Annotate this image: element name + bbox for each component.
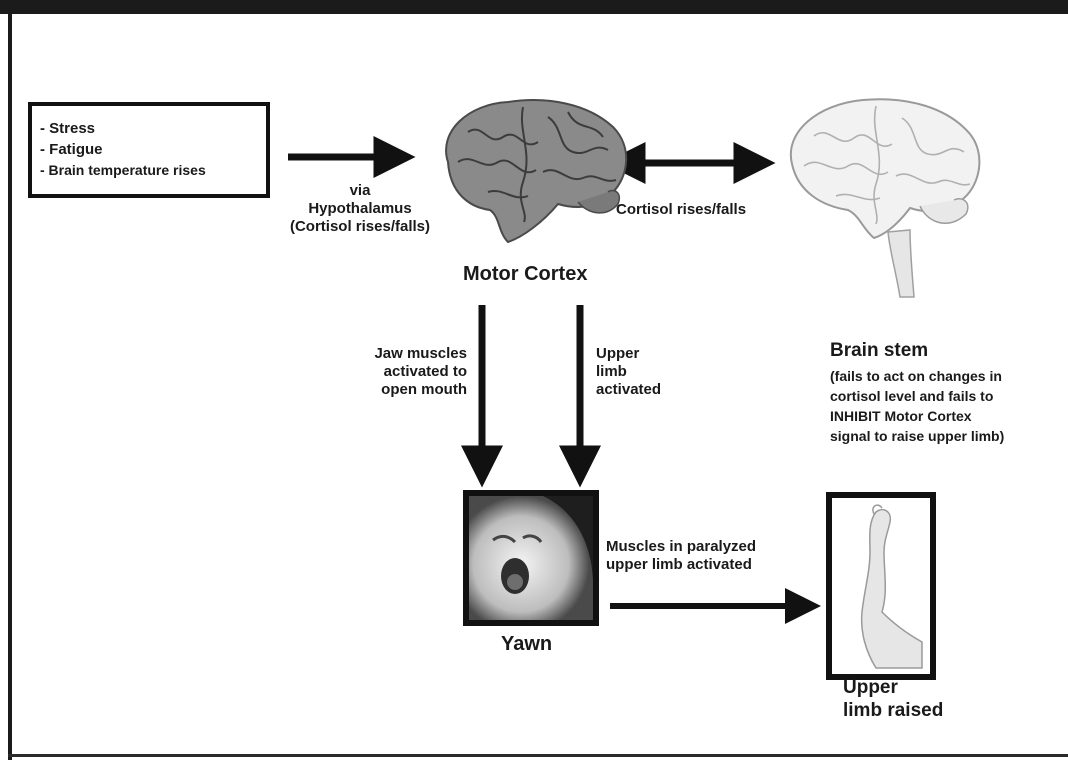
- paralyzed-limb-label: Muscles in paralyzed upper limb activate…: [606, 538, 756, 574]
- brain-stem-note-line-3: INHIBIT Motor Cortex: [830, 406, 1004, 426]
- raised-arm-image: [826, 492, 936, 680]
- brain-stem-note: (fails to act on changes in cortisol lev…: [830, 366, 1004, 446]
- brain-stem-brain-image: [778, 92, 988, 302]
- yawn-label: Yawn: [501, 632, 552, 656]
- upper-line-3: activated: [596, 381, 661, 399]
- brain-stem-title: Brain stem: [830, 340, 928, 363]
- jaw-line-3: open mouth: [352, 381, 467, 399]
- via-cortisol-text: (Cortisol rises/falls): [260, 218, 460, 236]
- brain-stem-note-line-4: signal to raise upper limb): [830, 426, 1004, 446]
- brain-stem-note-line-2: cortisol level and fails to: [830, 386, 1004, 406]
- via-hypothalamus-label: via Hypothalamus (Cortisol rises/falls): [260, 182, 460, 236]
- yawning-baby-image: [463, 490, 599, 626]
- jaw-line-1: Jaw muscles: [352, 345, 467, 363]
- upper-limb-activated-label: Upper limb activated: [596, 345, 661, 399]
- cortisol-link-label: Cortisol rises/falls: [616, 201, 746, 219]
- hypothalamus-text: Hypothalamus: [260, 200, 460, 218]
- upper-line-2: limb: [596, 363, 661, 381]
- raised-line-1: Upper: [843, 677, 943, 700]
- upper-line-1: Upper: [596, 345, 661, 363]
- paralyzed-line-1: Muscles in paralyzed: [606, 538, 756, 556]
- raised-line-2: limb raised: [843, 700, 943, 723]
- upper-limb-raised-label: Upper limb raised: [843, 677, 943, 723]
- motor-cortex-label: Motor Cortex: [463, 262, 587, 286]
- brain-stem-note-line-1: (fails to act on changes in: [830, 366, 1004, 386]
- jaw-line-2: activated to: [352, 363, 467, 381]
- via-text: via: [260, 182, 460, 200]
- jaw-muscles-label: Jaw muscles activated to open mouth: [352, 345, 467, 399]
- paralyzed-line-2: upper limb activated: [606, 556, 756, 574]
